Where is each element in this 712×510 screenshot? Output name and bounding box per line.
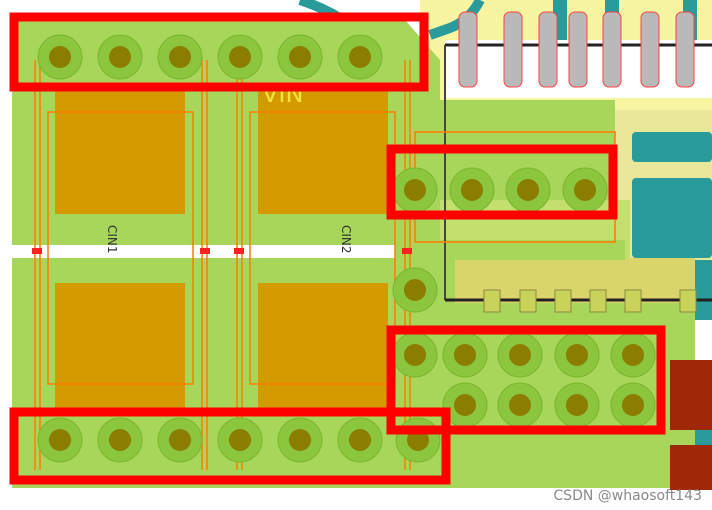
- component-outlines: [34, 60, 616, 470]
- ic-pin-bottom-4: [589, 289, 607, 313]
- via-array: [37, 34, 656, 463]
- ic-pin-top-7: [675, 11, 695, 88]
- via-bottom-1: [37, 417, 83, 463]
- gap-marks: [32, 248, 412, 254]
- right-edge-blocks: [670, 360, 712, 490]
- ic-pin-bottom-6: [679, 289, 697, 313]
- cin2-pad-bottom: [258, 283, 388, 409]
- via-block-a-2: [442, 332, 488, 378]
- highlight-box-right-block: [386, 325, 666, 435]
- via-bottom-2: [97, 417, 143, 463]
- via-bottom-4: [217, 417, 263, 463]
- highlight-box-top-row: [9, 12, 429, 92]
- via-top-6: [337, 34, 383, 80]
- via-bottom-6: [337, 417, 383, 463]
- ic-pin-top-2: [503, 11, 523, 88]
- ic-pin-top-3: [538, 11, 558, 88]
- via-top-2: [97, 34, 143, 80]
- via-mid-4: [562, 167, 608, 213]
- cin2-pad-top: [258, 88, 388, 214]
- watermark-text: CSDN @whaosoft143: [553, 488, 702, 504]
- highlight-box-mid-row: [386, 144, 618, 220]
- ic-pin-top-5: [602, 11, 622, 88]
- via-top-5: [277, 34, 323, 80]
- ic-pin-bottom-3: [554, 289, 572, 313]
- via-top-4: [217, 34, 263, 80]
- via-block-a-3: [497, 332, 543, 378]
- via-mid-1: [392, 167, 438, 213]
- via-block-b-2: [497, 382, 543, 428]
- ic-pins-top: [458, 11, 695, 88]
- via-bottom-5: [277, 417, 323, 463]
- highlight-box-bottom-row: [9, 407, 451, 485]
- via-mid-2: [449, 167, 495, 213]
- via-block-a-5: [610, 332, 656, 378]
- ic-pin-top-4: [568, 11, 588, 88]
- via-block-b-4: [610, 382, 656, 428]
- ic-pin-top-1: [458, 11, 478, 88]
- via-mid-3: [505, 167, 551, 213]
- ic-pins-bottom: [483, 289, 697, 313]
- via-bottom-3: [157, 417, 203, 463]
- via-block-b-3: [554, 382, 600, 428]
- cin2-label: CIN2: [339, 225, 353, 254]
- ic-pin-bottom-5: [624, 289, 642, 313]
- cin1-pad-bottom: [55, 283, 185, 409]
- via-bottom-7: [395, 417, 441, 463]
- via-block-a-4: [554, 332, 600, 378]
- cin1-pad-top: [55, 88, 185, 214]
- ic-pin-top-6: [640, 11, 660, 88]
- via-block-a-1: [392, 332, 438, 378]
- ic-pin-bottom-2: [519, 289, 537, 313]
- cin1-label: CIN1: [105, 225, 119, 254]
- highlight-boxes: [9, 12, 666, 485]
- capacitor-pads: [55, 88, 388, 409]
- ic-pin-bottom-1: [483, 289, 501, 313]
- via-single: [392, 267, 438, 313]
- via-top-1: [37, 34, 83, 80]
- via-top-3: [157, 34, 203, 80]
